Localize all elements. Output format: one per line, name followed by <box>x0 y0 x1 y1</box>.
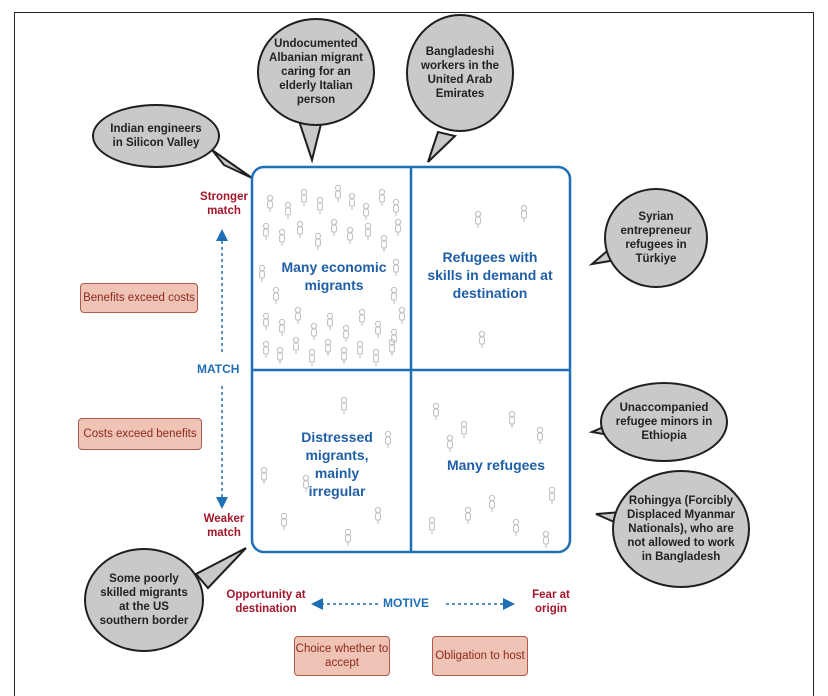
person-icon <box>292 336 300 354</box>
person-icon <box>398 306 406 324</box>
person-icon <box>330 218 338 236</box>
person-icon <box>300 188 308 206</box>
person-icon <box>364 222 372 240</box>
person-icon <box>278 318 286 336</box>
person-icon <box>548 486 556 504</box>
bubble-poorly-skilled: Some poorly skilled migrants at the US s… <box>84 548 204 652</box>
person-icon <box>344 528 352 546</box>
person-icon <box>340 396 348 414</box>
outer-frame <box>14 12 814 696</box>
person-icon <box>508 410 516 428</box>
tail-poorly-skilled <box>194 547 247 590</box>
bubble-bangladeshi: Bangladeshi workers in the United Arab E… <box>406 14 514 132</box>
person-icon <box>374 506 382 524</box>
person-icon <box>390 286 398 304</box>
person-icon <box>326 312 334 330</box>
person-icon <box>308 348 316 366</box>
costs-exceed-benefits-box: Costs exceed benefits <box>78 418 202 450</box>
person-icon <box>474 210 482 228</box>
person-icon <box>460 420 468 438</box>
motive-label: MOTIVE <box>380 596 433 610</box>
quadrant-top-left-label: Many economic migrants <box>281 259 387 293</box>
person-icon <box>520 204 528 222</box>
person-icon <box>278 228 286 246</box>
quadrant-top-right-label: Refugees with skills in demand at destin… <box>427 249 553 301</box>
person-icon <box>260 466 268 484</box>
person-icon <box>358 308 366 326</box>
person-icon <box>262 312 270 330</box>
obligation-to-host-box: Obligation to host <box>432 636 528 676</box>
person-icon <box>446 434 454 452</box>
person-icon <box>314 232 322 250</box>
person-icon <box>394 218 402 236</box>
person-icon <box>262 222 270 240</box>
quadrant-bottom-right-label: Many refugees <box>446 457 546 473</box>
person-icon <box>276 346 284 364</box>
person-icon <box>374 320 382 338</box>
person-icon <box>302 474 310 492</box>
quadrant-bottom-left-label: Distressed migrants, mainly irregular <box>301 429 373 499</box>
bubble-unaccompanied: Unaccompanied refugee minors in Ethiopia <box>600 382 728 462</box>
person-icon <box>392 198 400 216</box>
person-icon <box>388 338 396 356</box>
person-icon <box>362 202 370 220</box>
person-icon <box>432 402 440 420</box>
person-icon <box>334 184 342 202</box>
person-icon <box>392 258 400 276</box>
person-icon <box>324 338 332 356</box>
person-icon <box>428 516 436 534</box>
opportunity-label: Opportunity at destination <box>226 589 306 615</box>
person-icon <box>280 512 288 530</box>
weaker-match-label: Weaker match <box>203 513 245 539</box>
bubble-albanian: Undocumented Albanian migrant caring for… <box>257 18 375 126</box>
person-icon <box>464 506 472 524</box>
person-icon <box>536 426 544 444</box>
person-icon <box>284 201 292 219</box>
person-icon <box>356 340 364 358</box>
person-icon <box>296 220 304 238</box>
person-icon <box>342 324 350 342</box>
person-icon <box>512 518 520 536</box>
bubble-indian: Indian engineers in Silicon Valley <box>92 104 220 168</box>
person-icon <box>294 306 302 324</box>
person-icon <box>346 226 354 244</box>
quadrant-grid <box>250 165 572 554</box>
bubble-rohingya: Rohingya (Forcibly Displaced Myanmar Nat… <box>612 470 750 588</box>
tail-bangladeshi <box>427 130 458 163</box>
match-label: MATCH <box>194 362 243 376</box>
person-icon <box>372 348 380 366</box>
person-icon <box>380 234 388 252</box>
person-icon <box>384 430 392 448</box>
benefits-exceed-costs-box: Benefits exceed costs <box>80 283 198 313</box>
person-icon <box>488 494 496 512</box>
person-icon <box>316 196 324 214</box>
person-icon <box>378 188 386 206</box>
person-icon <box>478 330 486 348</box>
person-icon <box>258 264 266 282</box>
fear-label: Fear at origin <box>532 589 570 615</box>
person-icon <box>272 286 280 304</box>
choice-whether-to-accept-box: Choice whether to accept <box>294 636 390 676</box>
person-icon <box>348 192 356 210</box>
person-icon <box>262 340 270 358</box>
bubble-syrian: Syrian entrepreneur refugees in Türkiye <box>604 188 708 288</box>
person-icon <box>266 194 274 212</box>
tail-indian <box>211 149 253 179</box>
person-icon <box>340 346 348 364</box>
person-icons <box>258 184 556 548</box>
person-icon <box>542 530 550 548</box>
stronger-match-label: Stronger match <box>200 191 248 217</box>
person-icon <box>310 322 318 340</box>
